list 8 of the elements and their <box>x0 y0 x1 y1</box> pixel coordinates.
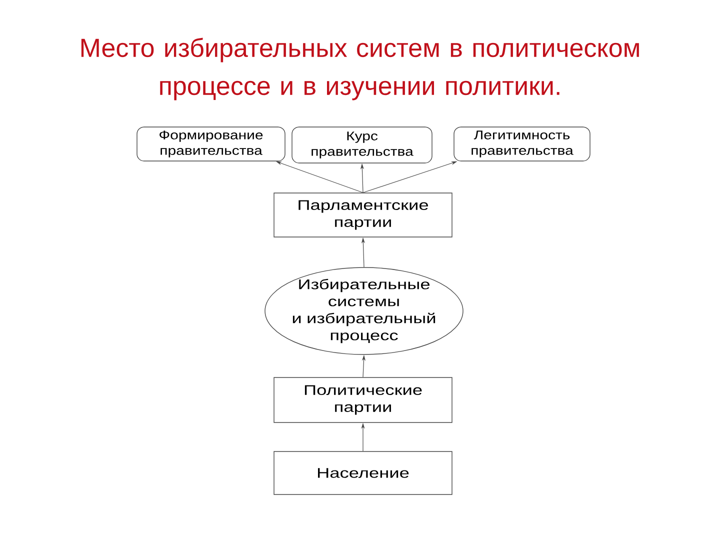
process-box: Население <box>274 451 452 495</box>
rounded-box: Легитимность правительства <box>454 126 590 162</box>
process-box: Политические партии <box>274 377 452 423</box>
process-box: Парламентские партии <box>274 192 452 238</box>
title: Место избирательных систем в политическом процессе и в изучении политики. <box>81 38 639 100</box>
rounded-box: Курс правительства <box>292 126 432 164</box>
ellipse-node: Избирательные системы и избирательный процесс <box>264 267 464 355</box>
rounded-box: Формирование правительства <box>136 126 286 162</box>
